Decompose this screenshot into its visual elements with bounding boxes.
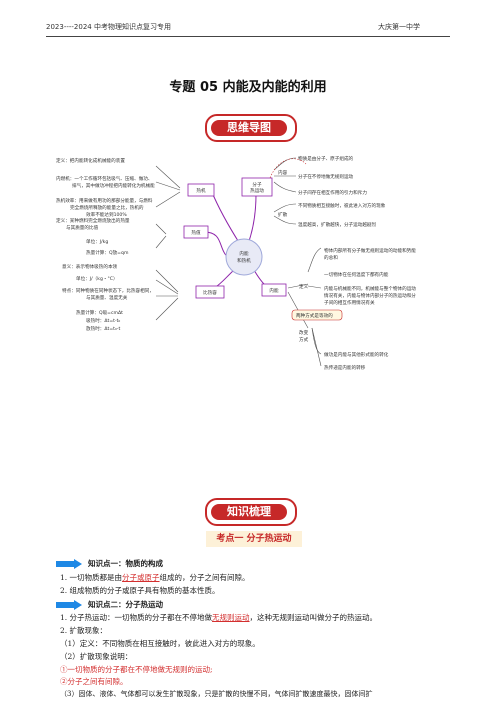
body2-line-1: 1. 分子热运动：一切物质的分子都在不停地做无规则运动，这种无规则运动叫做分子的…: [60, 613, 378, 622]
ie-item-3: 一切物体在任何温度下都有内能: [324, 271, 389, 278]
body2-line-4: （2）扩散现象说明：: [60, 652, 133, 661]
dashed-link: [269, 158, 307, 179]
node-heat-engine-label: 热机: [196, 187, 206, 194]
node-heat-engine: [187, 183, 215, 197]
arrow-icon: [56, 600, 82, 610]
node-molecule-label-2: 热运动: [250, 187, 264, 194]
kp1-heading: 知识点一：物质的构成: [56, 557, 163, 571]
node-molecule: [241, 177, 273, 197]
kp2-heading: 知识点二：分子热运动: [56, 598, 163, 612]
body1-line-2: 2. 组成物质的分子或原子具有物质的基本性质。: [60, 586, 220, 595]
value-item-1: 定义：某种燃料完全燃烧放出的热量: [56, 217, 130, 224]
ie-item-6: 子间的相互作用情况有关: [324, 299, 375, 306]
arrow-icon: [56, 559, 82, 569]
engine-item-2: 内燃机：一个工作循环包括吸气、压缩、做功、: [56, 175, 152, 182]
ie-item-1: 物体内部所有分子做无规则运动的动能和势能: [324, 247, 416, 254]
diffusion-item-2: 温度越高，扩散越快，分子运动越剧烈: [298, 221, 377, 228]
note-text: 两种方式是等效的: [296, 312, 333, 319]
header-right: 大庆第一中学: [378, 23, 420, 31]
kp2-label: 知识点二：分子热运动: [88, 600, 163, 609]
value-item-4: 热量计算：Q放=qm: [86, 249, 129, 256]
body2-line-5: ①一切物质的分子都在不停地做无规则的运动;: [60, 665, 213, 674]
body1-line-1: 1. 一切物质都是由分子或原子组成的，分子之间有间隙。: [60, 573, 250, 582]
body2-line-2: 2. 扩散现象：: [60, 626, 108, 635]
center-line-1: 内能: [239, 250, 249, 257]
sh-item-3: 特点：同种物质在同种状态下，比热容相同，: [62, 287, 154, 294]
knowledge-banner-label: 知识梳理: [211, 504, 287, 520]
node-heat-value: [183, 225, 209, 239]
center-node: [225, 238, 263, 276]
header-divider: [46, 36, 450, 37]
page-title: 专题 05 内能及内能的利用: [169, 80, 327, 95]
engine-item-3: 排气，其中做功冲程把内能转化为机械能: [72, 182, 155, 189]
value-item-2: 与其质量的比值: [66, 224, 99, 231]
molecule-item-3: 分子间存在相互作用的引力和斥力: [298, 189, 367, 196]
label-change-2: 方式: [299, 336, 309, 343]
ie-item-4: 内能与机械能不同，机械能与整个物体的运动: [324, 285, 416, 292]
diffusion-item-1: 不同物质相互接触时，彼此进入对方的现象: [298, 202, 386, 209]
knowledge-banner: 知识梳理: [205, 494, 297, 528]
node-heat-value-label: 热值: [191, 229, 201, 236]
sh-item-7: 放热时：Δt=t₀-t: [86, 325, 120, 332]
engine-item-4: 热机效率：用来做有用功的那部分能量，与燃料: [56, 197, 153, 204]
sh-item-6: 吸热时：Δt=t-t₀: [86, 317, 120, 324]
sh-item-4: 与其质量、温度无关: [86, 294, 128, 301]
kp1-label: 知识点一：物质的构成: [88, 559, 163, 568]
page-header: 2023----2024 中考物理知识点复习专用 大庆第一中学: [46, 22, 450, 36]
ie-item-2: 的总和: [324, 254, 338, 261]
molecule-item-1: 物质是由分子、原子组成的: [298, 155, 354, 162]
change-item-1: 做功是内能与其他形式能的转化: [324, 351, 389, 358]
engine-item-6: 效率不能达到100%: [86, 211, 127, 218]
engine-item-1: 定义：把内能转化成机械能的装置: [56, 157, 125, 164]
node-internal-energy: [261, 283, 287, 297]
node-internal-energy-label: 内能: [269, 287, 279, 294]
kaodian-heading: 考点一 分子热运动: [206, 531, 302, 547]
mind-map: 内能 和热机 热机 分子 热运动 热值 比热容 内能 内容 物质是由分子、原子组…: [56, 155, 416, 371]
node-molecule-label: 分子: [252, 181, 262, 188]
mindmap-banner-label: 思维导图: [211, 120, 287, 136]
molecule-item-2: 分子在不停地做无规则运动: [298, 173, 354, 180]
change-item-2: 热传递是内能的转移: [324, 364, 366, 371]
label-diffusion: 扩散: [278, 211, 288, 218]
note-box: [291, 309, 343, 321]
label-change: 改变: [299, 329, 309, 336]
header-left: 2023----2024 中考物理知识点复习专用: [46, 23, 171, 31]
body2-line-6: ②分子之间有间隙。: [60, 677, 128, 686]
sh-item-5: 热量计算：Q吸=cmΔt: [76, 309, 123, 316]
ie-item-5: 情况有关，内能与物体内部分子的热运动和分: [324, 292, 416, 299]
center-line-2: 和热机: [237, 257, 251, 264]
label-content: 内容: [278, 169, 288, 176]
engine-item-5: 完全燃烧所释放的能量之比，热机的: [70, 204, 144, 211]
node-specific-heat: [195, 285, 225, 299]
sh-item-1: 意义：表示物体吸热的本领: [62, 263, 118, 270]
sh-item-2: 单位：J/（kg・°C）: [76, 275, 118, 282]
label-definition: 定义: [299, 283, 309, 290]
node-specific-heat-label: 比热容: [203, 289, 217, 296]
body2-line-7: （3）固体、液体、气体都可以发生扩散现象，只是扩散的快慢不同，气体间扩散速度最快…: [60, 690, 373, 698]
value-item-3: 单位：J/kg: [86, 238, 108, 245]
body2-line-3: （1）定义：不同物质在相互接触时，彼此进入对方的现象。: [60, 639, 260, 648]
mindmap-banner: 思维导图: [205, 110, 297, 144]
